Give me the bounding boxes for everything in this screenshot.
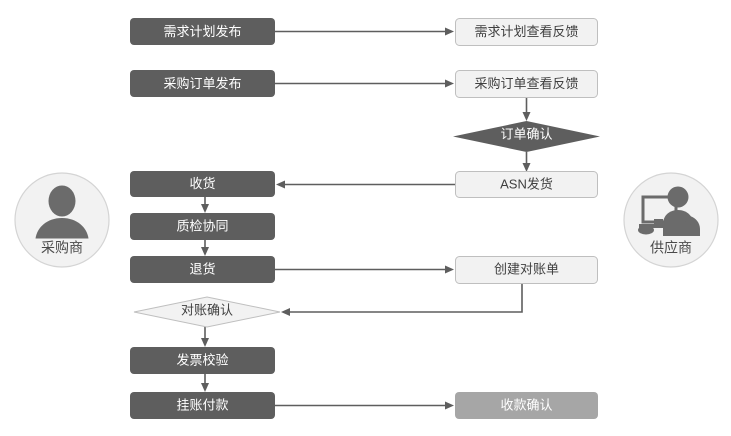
node-receive-goods-shape[interactable] bbox=[130, 171, 275, 197]
node-po-publish-shape[interactable] bbox=[130, 70, 275, 97]
node-demand-plan-publish-shape[interactable] bbox=[130, 18, 275, 45]
edge-statement-confirm-to-invoice-verify bbox=[201, 327, 209, 347]
edge-order-confirm-to-asn-ship bbox=[522, 152, 531, 172]
node-receipt-confirm-shape[interactable] bbox=[455, 392, 598, 419]
edge-po-publish-to-po-feedback bbox=[275, 79, 454, 88]
node-po-feedback[interactable]: 采购订单查看反馈 bbox=[455, 70, 598, 98]
edge-receive-goods-to-quality-collab bbox=[201, 197, 209, 213]
node-demand-plan-publish[interactable]: 需求计划发布 bbox=[130, 18, 275, 45]
node-order-confirm-shape[interactable] bbox=[453, 121, 600, 152]
node-po-feedback-shape[interactable] bbox=[455, 70, 598, 98]
node-demand-plan-feedback-shape[interactable] bbox=[455, 18, 598, 46]
edge-invoice-verify-to-pay-on-account bbox=[201, 374, 209, 392]
edge-po-feedback-to-order-confirm bbox=[522, 97, 531, 121]
node-quality-collab[interactable]: 质检协同 bbox=[130, 213, 275, 240]
actor-supplier[interactable]: 供应商 bbox=[623, 172, 719, 268]
edge-quality-collab-to-return-goods bbox=[201, 240, 209, 256]
edge-create-statement-to-statement-confirm bbox=[281, 283, 523, 316]
node-pay-on-account-shape[interactable] bbox=[130, 392, 275, 419]
node-receive-goods[interactable]: 收货 bbox=[130, 171, 275, 197]
node-order-confirm[interactable]: 订单确认 bbox=[453, 121, 600, 152]
node-return-goods-shape[interactable] bbox=[130, 256, 275, 283]
edge-demand-plan-publish-to-demand-plan-feedback bbox=[275, 27, 454, 36]
node-quality-collab-shape[interactable] bbox=[130, 213, 275, 240]
edge-pay-on-account-to-receipt-confirm bbox=[275, 401, 454, 410]
person-computer-icon bbox=[638, 186, 700, 236]
node-asn-ship[interactable]: ASN发货 bbox=[455, 171, 598, 198]
actor-supplier-label: 供应商 bbox=[650, 240, 692, 256]
node-po-publish[interactable]: 采购订单发布 bbox=[130, 70, 275, 97]
node-pay-on-account[interactable]: 挂账付款 bbox=[130, 392, 275, 419]
node-invoice-verify[interactable]: 发票校验 bbox=[130, 347, 275, 374]
edge-return-goods-to-create-statement bbox=[275, 265, 454, 274]
actor-buyer[interactable]: 采购商 bbox=[14, 172, 110, 268]
node-demand-plan-feedback[interactable]: 需求计划查看反馈 bbox=[455, 18, 598, 46]
actor-buyer-label: 采购商 bbox=[41, 240, 83, 256]
node-statement-confirm-shape[interactable] bbox=[133, 296, 281, 328]
person-icon bbox=[35, 185, 89, 239]
node-create-statement[interactable]: 创建对账单 bbox=[455, 256, 598, 284]
node-receipt-confirm[interactable]: 收款确认 bbox=[455, 392, 598, 419]
node-asn-ship-shape[interactable] bbox=[455, 171, 598, 198]
connectors bbox=[201, 27, 531, 410]
node-return-goods[interactable]: 退货 bbox=[130, 256, 275, 283]
node-create-statement-shape[interactable] bbox=[455, 256, 598, 284]
edge-asn-ship-to-receive-goods bbox=[276, 180, 455, 189]
node-statement-confirm[interactable]: 对账确认 bbox=[133, 296, 281, 328]
node-invoice-verify-shape[interactable] bbox=[130, 347, 275, 374]
